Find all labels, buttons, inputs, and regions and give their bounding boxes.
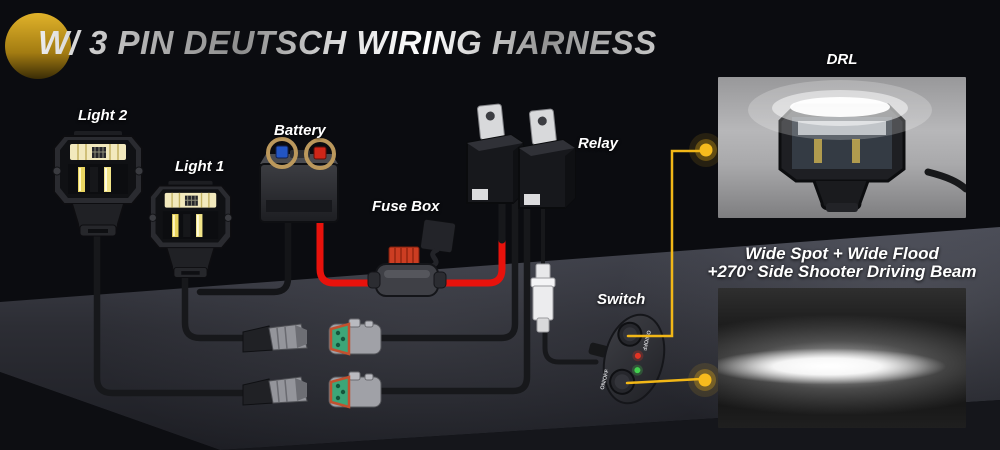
beam-caption-line2: +270° Side Shooter Driving Beam	[707, 262, 977, 281]
relay-to-connector2-wire	[351, 192, 531, 395]
harness-wires	[93, 162, 599, 397]
light1-wire	[181, 266, 254, 342]
beam-caption-line1: Wide Spot + Wide Flood	[745, 244, 939, 263]
negative-terminal-ring	[266, 137, 298, 169]
battery-ground-wire	[196, 162, 292, 296]
switch-wire	[542, 327, 599, 365]
switch-bottom-button-label: ON/OFF	[600, 368, 611, 390]
label-battery: Battery	[274, 122, 326, 139]
label-switch: Switch	[597, 291, 646, 308]
fuse-box-component	[367, 218, 457, 297]
white-inline-connector	[530, 263, 556, 333]
green-indicator-led	[634, 367, 641, 374]
beam-pattern-photo-inset	[718, 288, 966, 428]
light2-wire	[93, 230, 254, 397]
red-indicator-led	[634, 352, 641, 359]
floor-shadow-left	[0, 372, 220, 450]
label-fuse-box: Fuse Box	[372, 198, 440, 215]
switch-top-button-label: ON/OFF	[640, 330, 651, 352]
label-light1: Light 1	[175, 158, 225, 175]
gold-circle-decoration	[5, 13, 71, 79]
label-light2: Light 2	[78, 107, 128, 124]
callout-dot-beam	[688, 363, 722, 397]
relay-to-connector1-wire	[351, 192, 519, 342]
drl-photo-inset	[718, 77, 970, 218]
callout-line-drl	[626, 149, 702, 338]
callouts	[625, 133, 723, 397]
page-title: W/ 3 PIN DEUTSCH WIRING HARNESS	[38, 24, 657, 61]
drl-caption: DRL	[826, 51, 858, 68]
callout-line-beam	[625, 377, 703, 385]
battery-component	[259, 137, 339, 223]
positive-terminal-ring	[304, 138, 336, 170]
drl-light-photo	[748, 80, 970, 212]
label-relay: Relay	[578, 135, 619, 152]
callout-dot-drl	[689, 133, 723, 167]
